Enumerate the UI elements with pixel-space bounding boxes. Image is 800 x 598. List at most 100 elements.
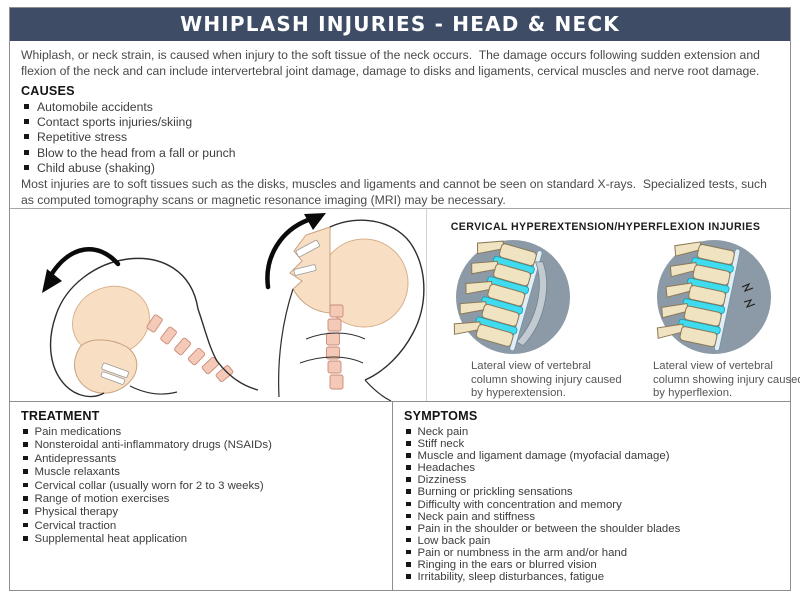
flexed-head-illustration — [42, 247, 259, 398]
bullet-square-icon — [23, 496, 28, 501]
list-item: Neck pain — [404, 426, 780, 438]
list-item-label: Pain medications — [34, 426, 122, 438]
bullet-square-icon — [406, 429, 411, 434]
bullet-square-icon — [24, 104, 29, 109]
list-item-label: Pain in the shoulder or between the shou… — [417, 522, 681, 535]
list-item: Antidepressants — [21, 453, 382, 466]
bullet-square-icon — [23, 522, 28, 528]
intro-paragraph: Whiplash, or neck strain, is caused when… — [21, 48, 764, 78]
bullet-square-icon — [406, 574, 411, 579]
list-item-label: Neck pain and stiffness — [417, 510, 536, 523]
list-item-label: Cervical traction — [34, 519, 117, 532]
list-item-label: Muscle relaxants — [34, 466, 120, 479]
list-item: Ringing in the ears or blurred vision — [404, 559, 780, 571]
list-item: Dizziness — [404, 474, 780, 486]
list-item: Pain or numbness in the arm and/or hand — [404, 547, 780, 559]
list-item-label: Cervical collar (usually worn for 2 to 3… — [34, 479, 264, 492]
bullet-square-icon — [23, 536, 28, 541]
flexion-arrow-icon — [42, 247, 121, 293]
hyperflexion-caption: Lateral view of vertebral column showing… — [653, 360, 800, 399]
list-item: Low back pain — [404, 535, 780, 547]
bullet-square-icon — [23, 442, 28, 447]
bullet-square-icon — [406, 477, 411, 482]
symptoms-heading: SYMPTOMS — [404, 409, 478, 423]
list-item: Difficulty with concentration and memory — [404, 499, 780, 511]
bullet-square-icon — [24, 149, 29, 155]
panel-heading: CERVICAL HYPEREXTENSION/HYPERFLEXION INJ… — [450, 221, 761, 233]
list-item: Pain medications — [21, 426, 382, 439]
illustration-band: CERVICAL HYPEREXTENSION/HYPERFLEXION INJ… — [10, 208, 800, 402]
list-item: Irritability, sleep disturbances, fatigu… — [404, 571, 780, 583]
head-illustrations — [10, 209, 427, 402]
treatment-heading: TREATMENT — [21, 409, 100, 423]
list-item: Nonsteroidal anti-inflammatory drugs (NS… — [21, 439, 382, 452]
bullet-square-icon — [406, 501, 411, 507]
list-item-label: Difficulty with concentration and memory — [417, 498, 622, 511]
list-item: Muscle relaxants — [21, 466, 382, 479]
teeth — [293, 239, 320, 276]
list-item-label: Child abuse (shaking) — [37, 160, 155, 175]
bullet-square-icon — [23, 455, 28, 461]
hyperflexion-vertebrae-icon — [654, 237, 771, 354]
page-title: WHIPLASH INJURIES - HEAD & NECK — [10, 8, 790, 41]
list-item: Physical therapy — [21, 506, 382, 519]
bullet-square-icon — [406, 549, 411, 555]
bullet-square-icon — [23, 509, 28, 514]
list-item-label: Low back pain — [417, 534, 491, 547]
list-item-label: Range of motion exercises — [34, 493, 170, 506]
bullet-square-icon — [406, 525, 411, 531]
list-item: Automobile accidents — [21, 100, 779, 115]
list-item-label: Irritability, sleep disturbances, fatigu… — [417, 571, 605, 584]
bullet-square-icon — [406, 441, 411, 446]
cervical-spine — [146, 314, 234, 382]
teeth — [100, 362, 129, 385]
list-item-label: Antidepressants — [34, 452, 117, 465]
list-item: Supplemental heat application — [21, 533, 382, 546]
list-item-label: Burning or prickling sensations — [417, 486, 573, 499]
bullet-square-icon — [23, 429, 28, 434]
list-item-label: Physical therapy — [34, 506, 119, 519]
list-item-label: Neck pain — [417, 426, 469, 438]
handout-document: WHIPLASH INJURIES - HEAD & NECK Whiplash… — [9, 7, 800, 591]
cervical-spine — [326, 304, 344, 390]
list-item: Contact sports injuries/skiing — [21, 115, 779, 130]
list-item-label: Supplemental heat application — [34, 533, 188, 546]
bullet-square-icon — [406, 489, 411, 494]
list-item-label: Repetitive stress — [37, 130, 128, 145]
bullet-square-icon — [406, 453, 411, 458]
list-item-label: Blow to the head from a fall or punch — [37, 145, 236, 160]
bullet-square-icon — [23, 469, 28, 474]
bullet-square-icon — [23, 482, 28, 488]
bullet-square-icon — [24, 119, 29, 125]
extension-arrow-icon — [265, 213, 326, 290]
bullet-square-icon — [406, 562, 411, 567]
bullet-square-icon — [24, 164, 29, 170]
bullet-square-icon — [406, 537, 411, 543]
list-item: Burning or prickling sensations — [404, 486, 780, 498]
list-item-label: Automobile accidents — [37, 100, 153, 114]
list-item: Headaches — [404, 462, 780, 474]
list-item: Repetitive stress — [21, 130, 779, 145]
list-item: Range of motion exercises — [21, 493, 382, 506]
bullet-square-icon — [24, 134, 29, 140]
vertebral-injury-panel: CERVICAL HYPEREXTENSION/HYPERFLEXION INJ… — [427, 209, 800, 401]
whiplash-motion-illustration — [42, 213, 425, 402]
list-item: Muscle and ligament damage (myofacial da… — [404, 450, 780, 462]
list-item: Neck pain and stiffness — [404, 511, 780, 523]
list-item-label: Stiff neck — [417, 438, 465, 451]
list-item-label: Pain or numbness in the arm and/or hand — [417, 546, 628, 559]
bullet-square-icon — [406, 465, 411, 470]
ligament-tear-marks — [741, 282, 756, 309]
list-item: Child abuse (shaking) — [21, 161, 779, 176]
list-item-label: Ringing in the ears or blurred vision — [417, 559, 597, 572]
list-item-label: Contact sports injuries/skiing — [37, 115, 193, 130]
list-item-label: Headaches — [417, 462, 476, 475]
list-item-label: Nonsteroidal anti-inflammatory drugs (NS… — [34, 439, 272, 452]
list-item: Blow to the head from a fall or punch — [21, 146, 779, 161]
